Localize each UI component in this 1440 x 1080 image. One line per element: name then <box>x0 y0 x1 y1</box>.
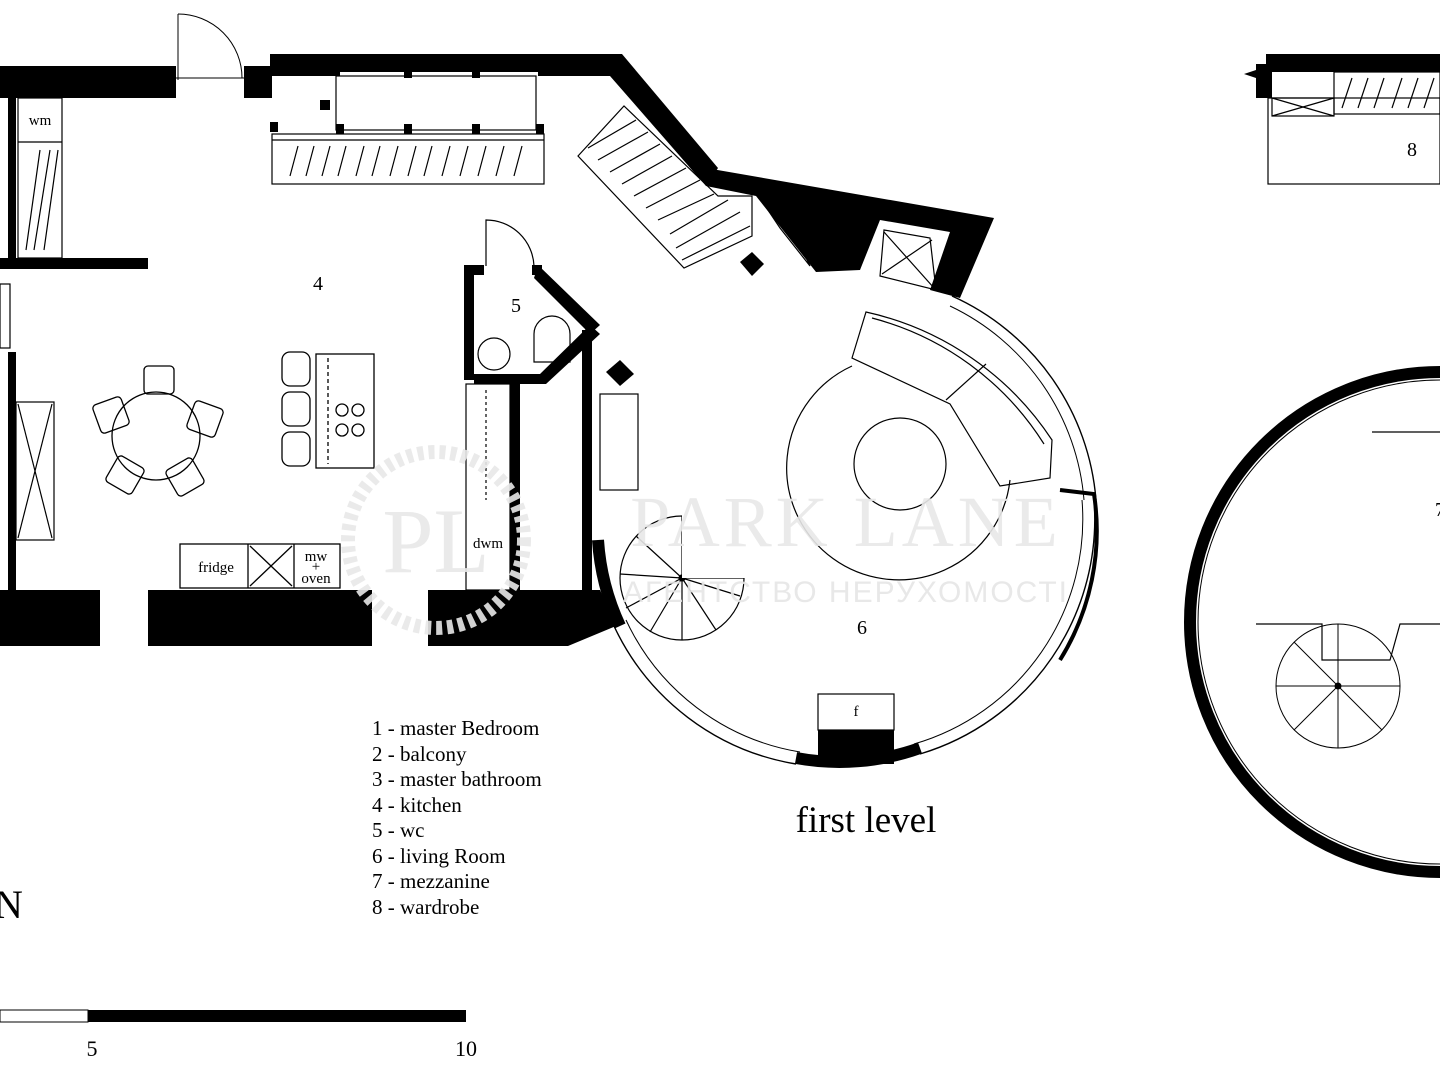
storage-posts <box>270 68 544 134</box>
column-b <box>606 360 634 386</box>
console <box>599 393 639 491</box>
dining-table <box>92 365 224 497</box>
wardrobe-unit <box>1267 71 1440 185</box>
level-title: first level <box>796 800 937 841</box>
wall-wc-top <box>464 265 484 275</box>
partial-title: N <box>0 882 23 927</box>
room-7-label: 7 <box>1435 499 1440 521</box>
wardrobe-wall-top <box>1266 54 1440 72</box>
wall-bottom-c <box>428 590 616 646</box>
fireplace-label: f <box>854 704 859 720</box>
legend-item: 1 - master Bedroom <box>372 716 539 740</box>
kitchen-island <box>281 351 375 469</box>
room-6-label: 6 <box>857 617 867 639</box>
living-furniture <box>786 311 1053 581</box>
fridge-label: fridge <box>198 560 234 576</box>
upper-storage <box>271 75 545 185</box>
coffee-table <box>853 417 947 511</box>
wardrobe-wall-left <box>1256 64 1272 98</box>
tower-wall-lower <box>919 499 1096 755</box>
curved-sofa <box>851 311 1053 487</box>
wc-room <box>477 219 571 371</box>
watermark-laurel <box>341 445 531 635</box>
wall-top-right-b <box>270 54 718 186</box>
entry-door <box>176 13 244 80</box>
exterior-walls <box>0 54 994 646</box>
fireplace-base <box>818 730 894 764</box>
room-4-label: 4 <box>313 273 323 295</box>
scale-tick-10: 10 <box>455 1036 477 1061</box>
room-5-label: 5 <box>511 295 521 317</box>
storage-cabinet <box>271 133 545 185</box>
storage-closet-shelf <box>335 75 537 131</box>
mezzanine-wall-inner <box>1197 379 1440 865</box>
rug <box>786 365 1011 581</box>
watermark-brand: PARK LANE <box>630 482 1061 562</box>
wall-left-a <box>8 98 16 260</box>
oven-label: oven <box>301 571 331 587</box>
tower-wall-thick-right <box>1058 488 1099 662</box>
sofa-back <box>871 317 1045 445</box>
legend-item: 2 - balcony <box>372 742 467 766</box>
watermark-tagline: АГЕНТСТВО НЕРУХОМОСТІ <box>623 576 1069 609</box>
wall-top-right-a <box>244 66 272 98</box>
mw-label: mw <box>305 549 328 565</box>
mezzanine-plan: 8 7 <box>1184 54 1440 878</box>
legend-item: 8 - wardrobe <box>372 895 479 919</box>
kitchen-counter <box>179 543 341 589</box>
wm-closet <box>17 97 63 259</box>
legend: 1 - master Bedroom 2 - balcony 3 - maste… <box>372 716 542 919</box>
tower-wall-black-left <box>592 539 626 629</box>
watermark: PL PARK LANE АГЕНТСТВО НЕРУХОМОСТІ <box>341 445 1069 635</box>
dwm-label: dwm <box>473 536 503 552</box>
tower-hall-cabinet <box>759 197 937 291</box>
tower-wall-bottom-left <box>613 625 797 765</box>
watermark-monogram: PL <box>382 490 489 592</box>
scale-bar-white <box>0 1009 89 1023</box>
wall-bottom-a <box>0 590 100 646</box>
mezzanine-floor-edge <box>1256 431 1440 661</box>
left-cabinet <box>0 283 55 541</box>
wall-angled <box>706 168 994 298</box>
mezzanine-spiral-stair <box>1275 623 1401 749</box>
wall-wc-bottom <box>474 325 600 384</box>
wall-living-left <box>582 330 592 590</box>
legend-item: 4 - kitchen <box>372 793 462 817</box>
tower-wall-glass <box>949 305 1085 501</box>
round-tower <box>592 295 1099 768</box>
tower-wall-bottom-left-in <box>625 619 801 753</box>
wall-left-b <box>8 352 16 590</box>
wm-label: wm <box>29 113 52 129</box>
column-a <box>740 252 764 276</box>
plus-label: + <box>312 559 320 575</box>
wall-wc-left <box>464 265 474 380</box>
tower-wall-outer <box>951 295 1097 501</box>
wall-partition-h <box>0 258 148 269</box>
legend-item: 5 - wc <box>372 818 424 842</box>
scale-bar-black <box>88 1010 466 1022</box>
legend-item: 6 - living Room <box>372 844 506 868</box>
wardrobe-nub <box>1244 70 1256 78</box>
tower-wall-lower-in <box>913 499 1084 745</box>
wall-dwm-right <box>510 380 520 590</box>
legend-item: 7 - mezzanine <box>372 869 490 893</box>
wall-wc-diag <box>534 265 600 334</box>
storage-hanging <box>289 145 523 177</box>
scale-tick-5: 5 <box>87 1036 98 1061</box>
legend-item: 3 - master bathroom <box>372 767 542 791</box>
wall-bottom-b <box>148 590 372 646</box>
mezzanine-wall <box>1184 366 1440 878</box>
scale-bar: 5 10 <box>0 1009 477 1061</box>
straight-stairs <box>577 105 753 269</box>
wall-top-left <box>0 66 176 98</box>
spiral-cutout <box>682 514 752 578</box>
fireplace <box>817 693 895 731</box>
room-8-label: 8 <box>1407 139 1417 161</box>
